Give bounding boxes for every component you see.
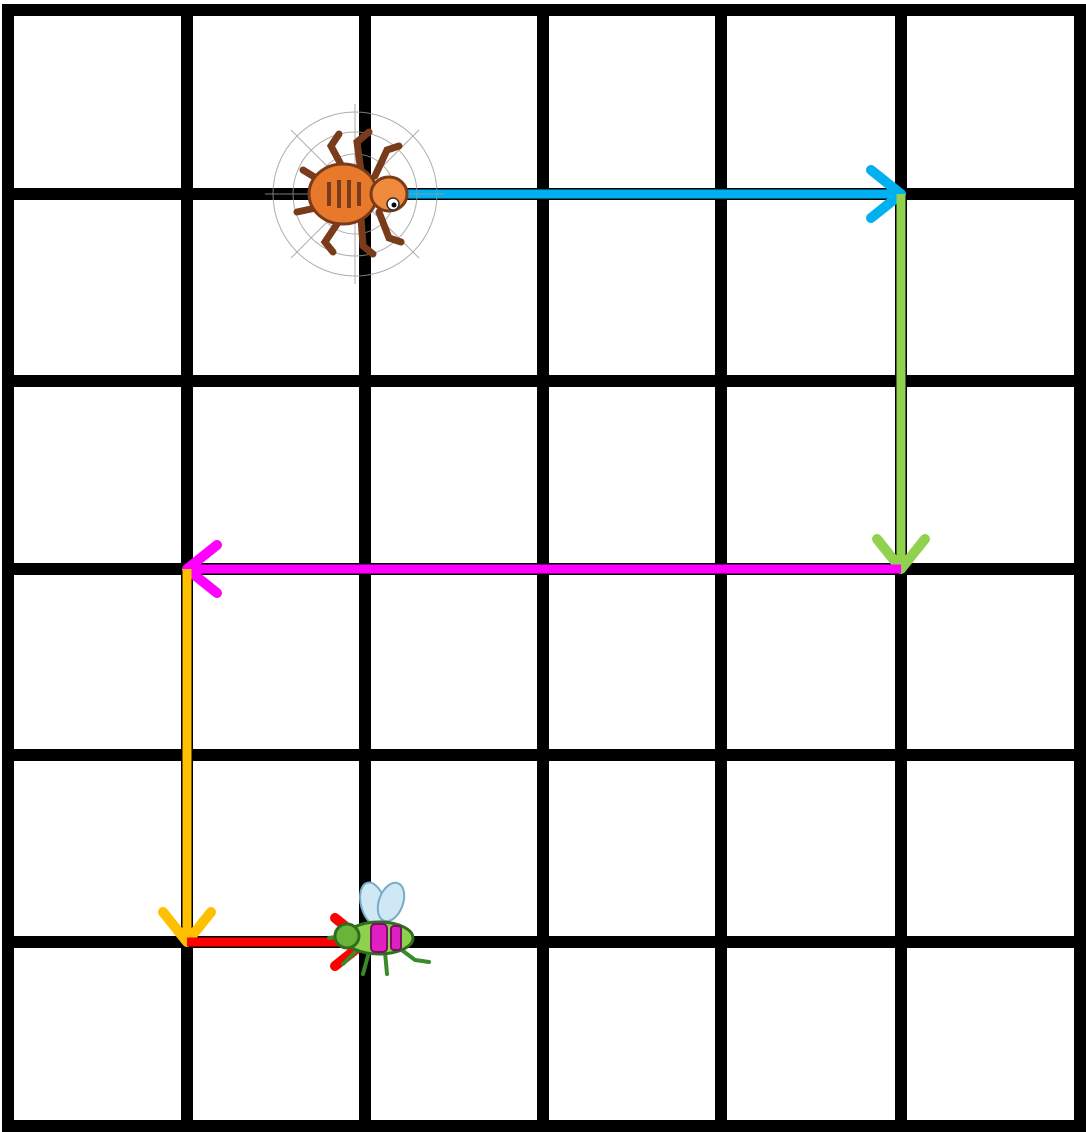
spider-icon: [265, 104, 445, 284]
